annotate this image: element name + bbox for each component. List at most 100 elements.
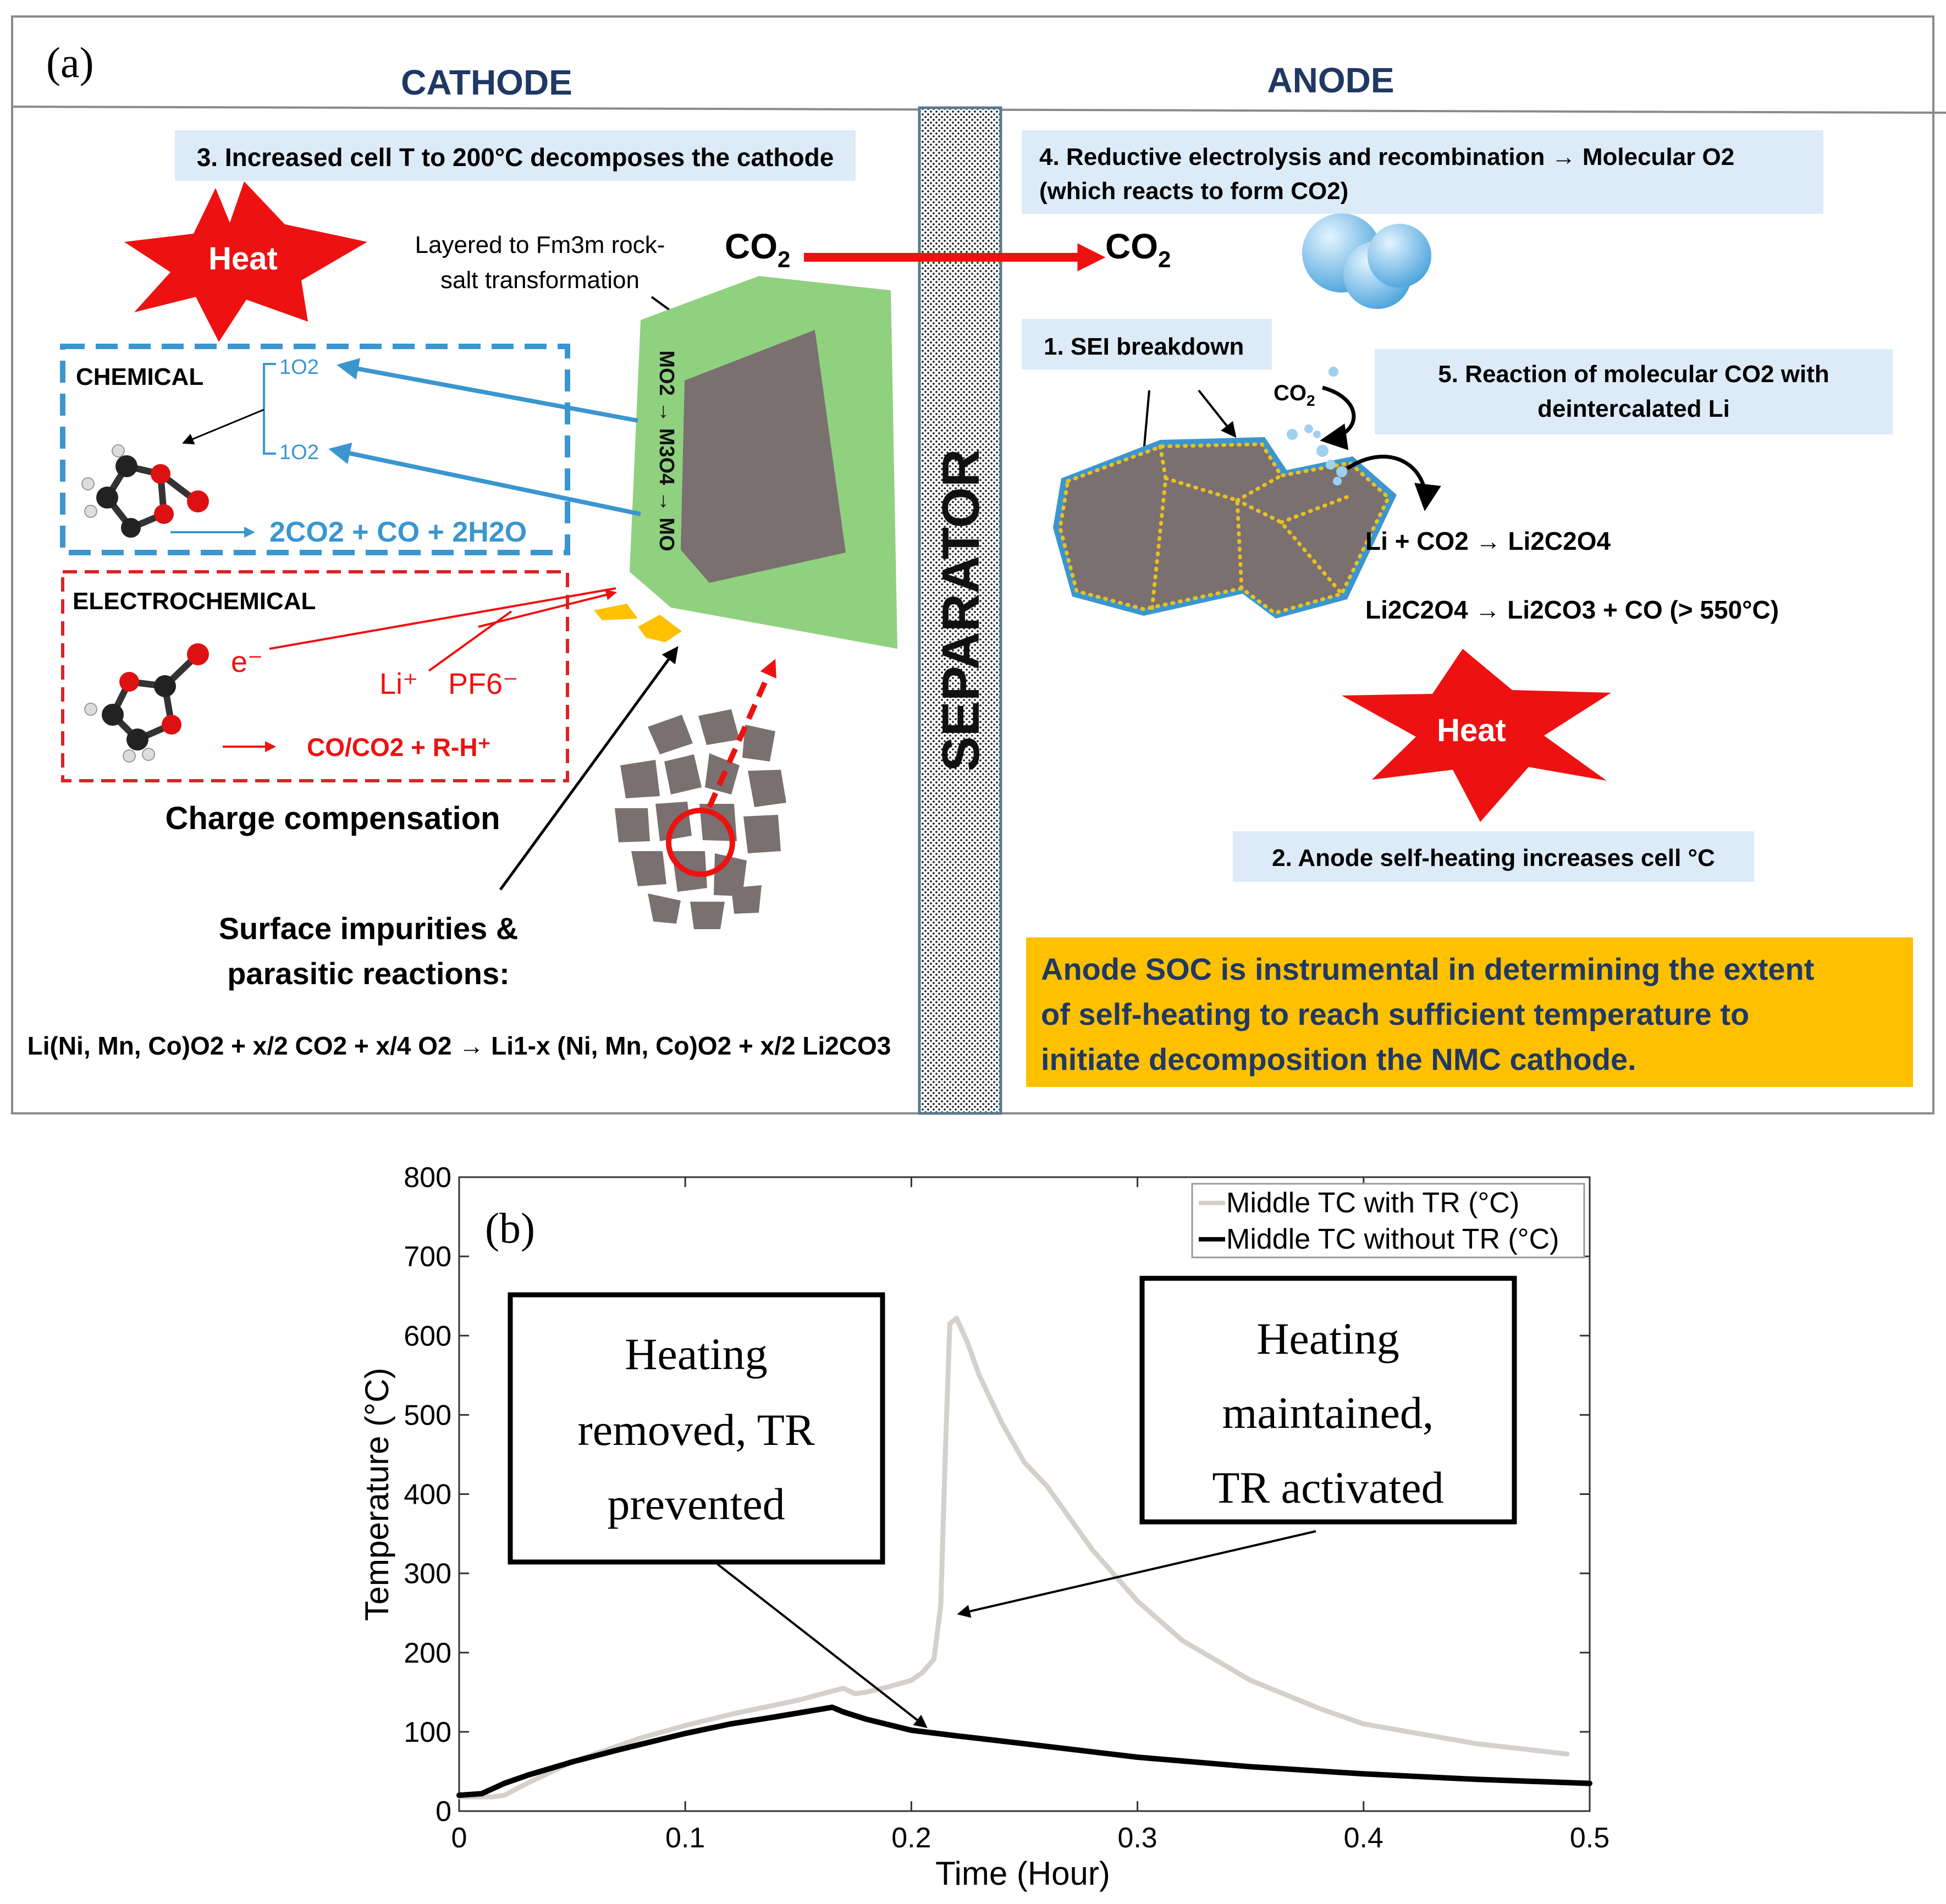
chart-legend: Middle TC with TR (°C) Middle TC without… [1191, 1183, 1585, 1259]
x-tick-label: 0.4 [1344, 1822, 1383, 1854]
x-tick-label: 0.5 [1570, 1822, 1609, 1854]
chemical-box [60, 344, 570, 555]
step2-box [1233, 831, 1754, 882]
graphite-anode-particle [1053, 437, 1397, 619]
callout-right-line3: TR activated [1212, 1463, 1443, 1513]
series-line-without-tr [456, 1704, 1592, 1798]
co2-bubbles-small [1287, 367, 1347, 485]
singlet-oxygen-upper: 1O2 [279, 356, 319, 379]
callout-left-line2: removed, TR [577, 1405, 814, 1455]
y-axis-label: Temperature (°C) [359, 1368, 395, 1621]
phase-transition-label: MO2 → M3O4 → MO [655, 350, 678, 551]
legend-box [1191, 1183, 1585, 1259]
callout-right-arrow [957, 1530, 1316, 1618]
oxygen-bracket [263, 363, 276, 455]
soc-note-line3: initiate decomposition the NMC cathode. [1041, 1042, 1636, 1077]
electrochemical-box [61, 570, 569, 782]
cathode-particle-core [681, 330, 846, 583]
electrochemical-products: CO/CO2 + R-H⁺ [307, 733, 491, 761]
y-tick-label: 800 [404, 1162, 451, 1194]
y-tick-label: 200 [404, 1637, 451, 1669]
secondary-particle-cluster [615, 709, 786, 929]
callout-left-line3: prevented [607, 1479, 785, 1529]
y-tick-label: 0 [435, 1796, 451, 1828]
ethylene-carbonate-molecule-chemical [81, 444, 209, 538]
y-tick-label: 100 [404, 1717, 451, 1748]
callout-heating-removed: Heating removed, TR prevented [508, 1292, 928, 1728]
lithium-co2-equation: Li + CO2 → Li2C2O4 [1365, 527, 1611, 555]
electron-label: e⁻ [231, 645, 263, 678]
chart-series [456, 1316, 1592, 1800]
legend-label-with-tr: Middle TC with TR (°C) [1226, 1187, 1519, 1219]
chemical-title: CHEMICAL [76, 363, 203, 390]
heat-label-anode: Heat [1437, 713, 1506, 748]
co2-small-label: CO2 [1274, 381, 1315, 409]
step5-box [1375, 349, 1893, 434]
layered-label-line1: Layered to Fm3m rock- [415, 231, 665, 258]
co2-reaction-arrow [1346, 455, 1441, 511]
singlet-oxygen-lower: 1O2 [279, 441, 319, 464]
x-tick-label: 0 [451, 1822, 467, 1854]
electrochemical-title: ELECTROCHEMICAL [73, 588, 316, 615]
panel-a: (a) CATHODE ANODE SEPARATOR 3. Increased… [11, 15, 1946, 1115]
layered-label-line2: salt transformation [440, 267, 640, 294]
callout-box-right [1139, 1276, 1517, 1525]
oxygen-release-arrow-upper [337, 358, 638, 423]
pf6-label: PF6⁻ [448, 667, 519, 700]
separator-label: SEPARATOR [931, 449, 990, 772]
surface-impurity-arrow [499, 646, 679, 891]
legend-label-without-tr: Middle TC without TR (°C) [1226, 1223, 1559, 1255]
y-tick-label: 700 [404, 1241, 451, 1273]
surface-impurity-2 [638, 615, 682, 642]
surface-impurities-line1: Surface impurities & [219, 911, 519, 946]
soc-note-box [1026, 937, 1913, 1087]
separator-membrane [918, 106, 1002, 1115]
step1-box [1022, 319, 1272, 369]
y-tick-label: 500 [404, 1399, 451, 1431]
ethylene-carbonate-molecule-electrochemical [84, 643, 209, 763]
electrochemical-arrow [478, 589, 617, 628]
step3-box [175, 130, 856, 181]
step4-box [1022, 130, 1823, 214]
li-ion-label: Li⁺ [379, 667, 418, 700]
surface-impurities-line2: parasitic reactions: [227, 956, 510, 991]
heat-icon [124, 181, 367, 342]
chemical-products: 2CO2 + CO + 2H2O [269, 516, 527, 548]
co2-anode: CO2 [1105, 227, 1171, 272]
soc-note-line1: Anode SOC is instrumental in determining… [1041, 952, 1814, 986]
panel-a-label: (a) [46, 38, 94, 86]
oxygen-molecule-bubbles [1302, 213, 1431, 309]
callout-right-line1: Heating [1256, 1314, 1399, 1364]
cathode-title: CATHODE [401, 63, 572, 102]
panel-b-label: (b) [485, 1204, 535, 1252]
zoom-dashed-arrow [707, 659, 776, 809]
y-tick-label: 300 [404, 1558, 451, 1590]
co2-cathode: CO2 [725, 227, 790, 272]
soc-note-line2: of self-heating to reach sufficient temp… [1041, 997, 1749, 1031]
heat-label-cathode: Heat [208, 241, 278, 277]
step2-label: 2. Anode self-heating increases cell °C [1272, 845, 1715, 871]
callout-heating-maintained: Heating maintained, TR activated [957, 1276, 1517, 1618]
callout-left-line1: Heating [625, 1329, 768, 1379]
step5-line1: 5. Reaction of molecular CO2 with [1438, 361, 1829, 388]
charge-compensation-label: Charge compensation [165, 801, 500, 836]
oxygen-release-arrow-lower [328, 442, 641, 516]
x-tick-label: 0.3 [1117, 1822, 1157, 1854]
anode-title: ANODE [1267, 60, 1394, 100]
sei-arrow-2 [1198, 389, 1237, 438]
y-tick-label: 400 [404, 1479, 451, 1511]
oxygen-attack-arrow [182, 409, 264, 445]
x-tick-label: 0.1 [665, 1822, 705, 1854]
oxalate-decomposition-equation: Li2C2O4 → Li2CO3 + CO (> 550°C) [1365, 595, 1779, 624]
step1-label: 1. SEI breakdown [1044, 333, 1244, 360]
surface-impurity-1 [594, 604, 638, 620]
x-axis-label: Time (Hour) [935, 1855, 1110, 1892]
step3-label: 3. Increased cell T to 200°C decomposes … [197, 143, 834, 172]
series-line-with-tr [456, 1316, 1570, 1800]
heat-burst-anode: Heat [1342, 649, 1611, 822]
heat-burst-cathode: Heat [124, 181, 367, 342]
callout-left-arrow [716, 1563, 928, 1728]
